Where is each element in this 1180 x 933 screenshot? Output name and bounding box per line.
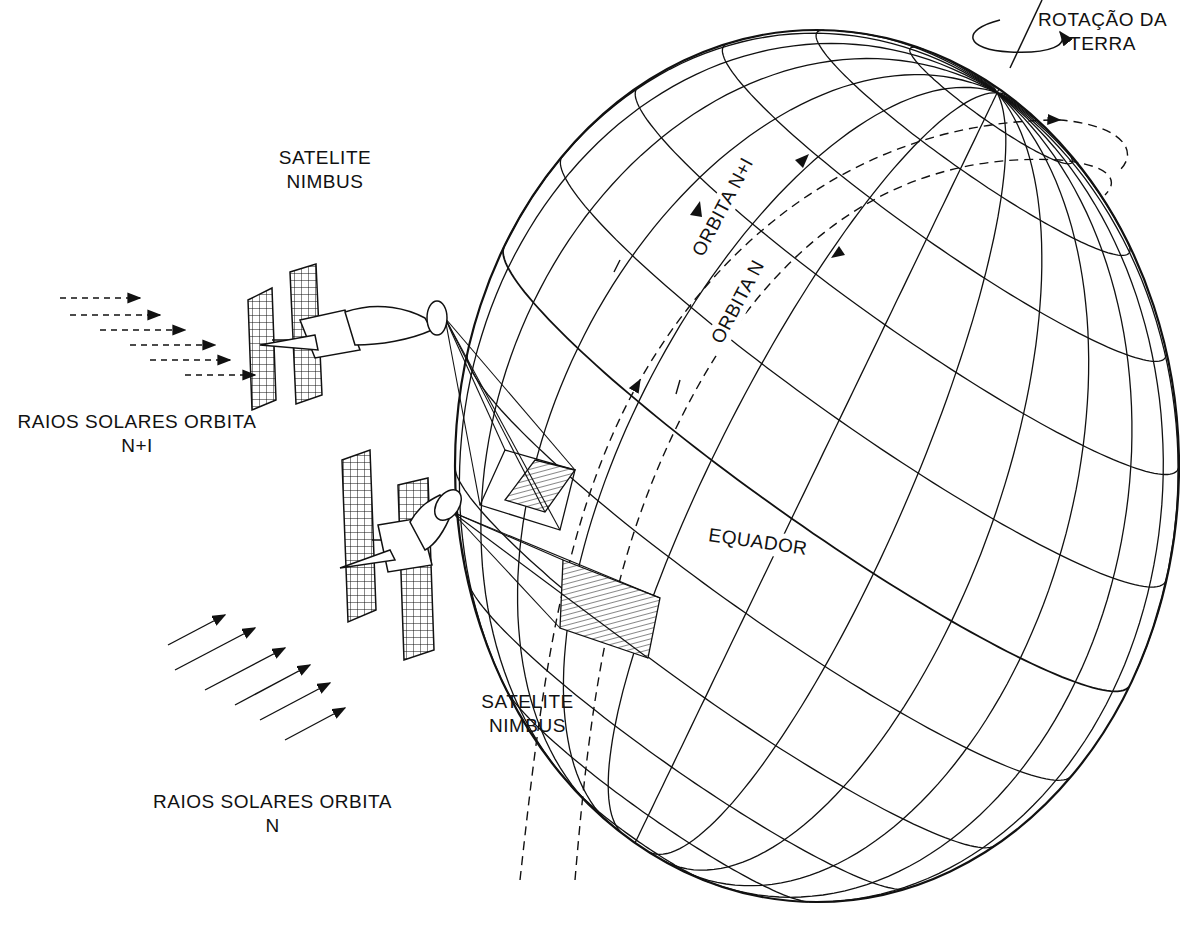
graticule-line — [683, 93, 1089, 886]
graticule-line — [959, 65, 997, 93]
satellite-label: SATELITE NIMBUS — [270, 146, 380, 194]
graticule-line — [467, 355, 746, 613]
graticule-line — [746, 613, 1070, 780]
equator-label: EQUADOR — [699, 522, 817, 562]
graticule-line — [636, 840, 708, 882]
graticule-line — [705, 698, 994, 848]
satellite-label: SATELITE NIMBUS — [470, 690, 585, 738]
graticule-line — [722, 44, 926, 240]
orbit-label: ORBITA N — [700, 245, 776, 359]
graticule-line — [459, 43, 997, 690]
graticule-line — [929, 52, 997, 93]
graticule-line — [885, 325, 1179, 475]
graticule-line — [635, 93, 997, 843]
graticule-line — [960, 169, 1130, 255]
graticule-line — [563, 87, 997, 822]
rotation-label: ROTAÇÃO DA TERRA — [1035, 8, 1170, 56]
graticule-line — [816, 30, 960, 169]
graticule-line — [663, 93, 1042, 870]
graticule-line — [560, 156, 839, 420]
graticule-line — [792, 519, 1129, 692]
graticule-line — [518, 75, 998, 807]
graticule-line — [927, 239, 1167, 361]
graticule-line — [997, 93, 1178, 672]
graticule-line — [635, 87, 885, 325]
graticule-line — [672, 767, 905, 889]
graticule-line — [608, 93, 997, 833]
sun-rays-label: RAIOS SOLARES ORBITA N — [150, 790, 395, 838]
graticule-line — [715, 93, 1132, 898]
graticule-line — [910, 47, 985, 119]
sun-rays-label: RAIOS SOLARES ORBITA N+I — [2, 410, 272, 458]
graticule-line — [455, 469, 705, 698]
graticule-line — [839, 420, 1167, 587]
graticule-line — [481, 59, 997, 780]
graticule-line — [809, 93, 1164, 902]
